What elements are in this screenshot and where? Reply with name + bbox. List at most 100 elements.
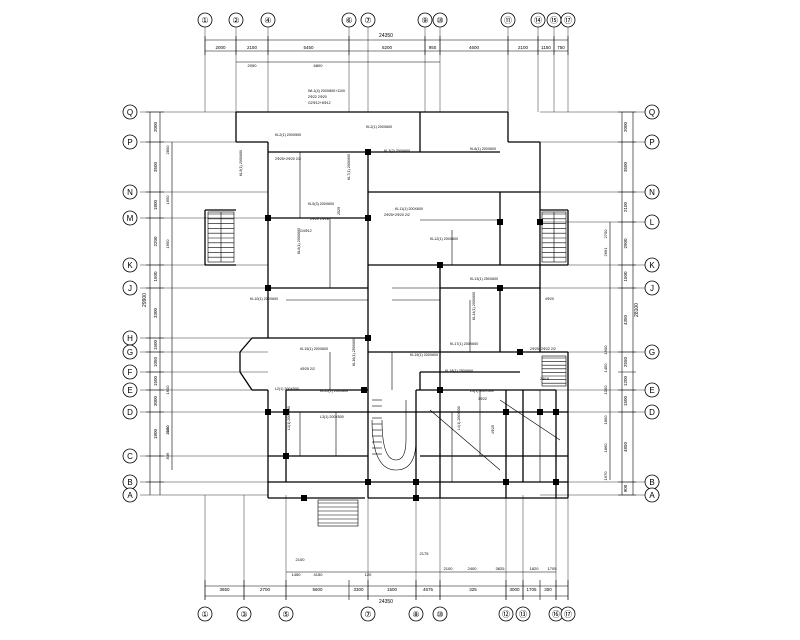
stair-spiral-inner	[381, 400, 407, 461]
axis-bubble-label: ③	[240, 610, 247, 619]
axis-bubble-label: ⑪	[504, 16, 512, 25]
dimension-text: 3000	[165, 425, 170, 435]
beam-label: KL19(1) 200X600	[410, 353, 438, 357]
dimension-text: 2000	[623, 121, 628, 132]
axis-bubble-label: A	[127, 491, 133, 500]
beam-line	[429, 409, 501, 471]
beam-label: L3(1) 200X500	[320, 415, 344, 419]
dimension-text: 28100	[634, 303, 640, 317]
beam-label: 2Φ25+2Φ22 2/2	[530, 347, 556, 351]
axis-bubble-label: J	[650, 284, 654, 293]
axis-bubble	[432, 606, 448, 622]
dimension-text: 1705	[526, 587, 537, 592]
beam-label: KL7(1) 200X600	[347, 154, 351, 180]
dimension-text: 1500	[153, 271, 158, 282]
dimension-text: 2700	[603, 229, 608, 239]
dimension-text: 3000	[509, 587, 520, 592]
axis-bubble	[560, 12, 576, 28]
beam-label: KL12(1) 200X600	[430, 237, 458, 241]
dimension-text: 1650	[165, 195, 170, 205]
column	[413, 495, 419, 501]
beam-label: KL18(1) 250X600	[445, 369, 473, 373]
axis-bubble-label: E	[127, 386, 132, 395]
axis-bubble-label: ⑰	[564, 610, 572, 619]
axis-bubble	[644, 404, 660, 420]
beam-label: 2Φ25+2Φ20 2/2	[275, 157, 301, 161]
axis-bubble	[122, 448, 138, 464]
dimension-text: 1705	[548, 566, 558, 571]
dimension-text: 2000	[215, 45, 226, 50]
dimension-text: 1650	[165, 239, 170, 249]
dimension-text: 4150	[314, 572, 324, 577]
axis-bubble	[122, 134, 138, 150]
dimension-text: 2150	[165, 425, 170, 435]
axis-bubble	[644, 382, 660, 398]
beam-label: KL16(1) 250X600	[352, 338, 356, 366]
axis-bubble-label: H	[127, 334, 133, 343]
axis-bubble	[360, 12, 376, 28]
axis-bubble-label: ⑬	[519, 610, 527, 619]
axis-bubble	[360, 606, 376, 622]
axis-bubble	[432, 12, 448, 28]
column	[517, 349, 523, 355]
axis-bubble-label: P	[127, 138, 132, 147]
axis-bubble-label: ⑤	[282, 610, 289, 619]
column	[497, 219, 503, 225]
dimension-text: 3000	[153, 395, 158, 406]
beam-label: KL2(1) 200X600	[366, 125, 392, 129]
axis-bubble-label: G	[649, 348, 655, 357]
axis-bubble	[197, 606, 213, 622]
beam-lines	[286, 152, 561, 482]
dimension-text: 1450	[603, 363, 608, 373]
column	[537, 409, 543, 415]
dimension-text: 1150	[541, 45, 551, 50]
dimension-text: 1050	[153, 356, 158, 367]
beam-label: KL11(1) 200X600	[395, 207, 423, 211]
beam-label: 4Φ25 2/2	[300, 367, 315, 371]
axis-bubble-label: ⑩	[436, 610, 443, 619]
dimension-text: 5600	[312, 587, 323, 592]
column	[265, 215, 271, 221]
dimension-text: 120	[365, 572, 372, 577]
beam-label: KL14(1) 200X600	[472, 292, 476, 320]
axis-bubble-label: ⑭	[534, 16, 542, 25]
dimension-text: 29900	[142, 293, 148, 307]
dimension-text: 950	[429, 45, 437, 50]
axis-bubble-label: F	[128, 368, 133, 377]
column	[265, 285, 271, 291]
beam-label: 2Φ22 2Φ20	[308, 95, 327, 99]
axis-bubble	[644, 344, 660, 360]
dimension-text: 2661	[603, 247, 608, 257]
column	[301, 495, 307, 501]
column	[537, 219, 543, 225]
axis-bubble	[644, 184, 660, 200]
column	[365, 479, 371, 485]
column	[503, 409, 509, 415]
column	[413, 479, 419, 485]
axis-bubble-label: N	[649, 188, 655, 197]
wall-segment	[239, 337, 253, 353]
axis-bubble	[122, 210, 138, 226]
beam-label: 2529	[337, 207, 341, 215]
axis-bubble	[197, 12, 213, 28]
beam-label: KL10(1) 200X600	[250, 297, 278, 301]
beam-label: KL20(1) 200X600	[320, 389, 348, 393]
dimension-text: 24350	[379, 33, 393, 39]
dimension-text: 1450	[292, 572, 302, 577]
column	[553, 479, 559, 485]
axis-bubble	[122, 257, 138, 273]
building-walls	[204, 111, 569, 499]
axis-bubble-label: K	[649, 261, 655, 270]
dimension-text: 1200	[623, 375, 628, 386]
dimension-text: 3500	[623, 161, 628, 172]
axis-bubble	[122, 487, 138, 503]
column	[497, 285, 503, 291]
dimension-text: 2200	[153, 236, 158, 247]
dimension-text: 1860	[603, 443, 608, 453]
column	[553, 409, 559, 415]
beam-label: 2Φ20 2Φ18	[310, 217, 329, 221]
axis-bubble	[644, 104, 660, 120]
beam-label: KL5(3) 200X600	[308, 202, 334, 206]
